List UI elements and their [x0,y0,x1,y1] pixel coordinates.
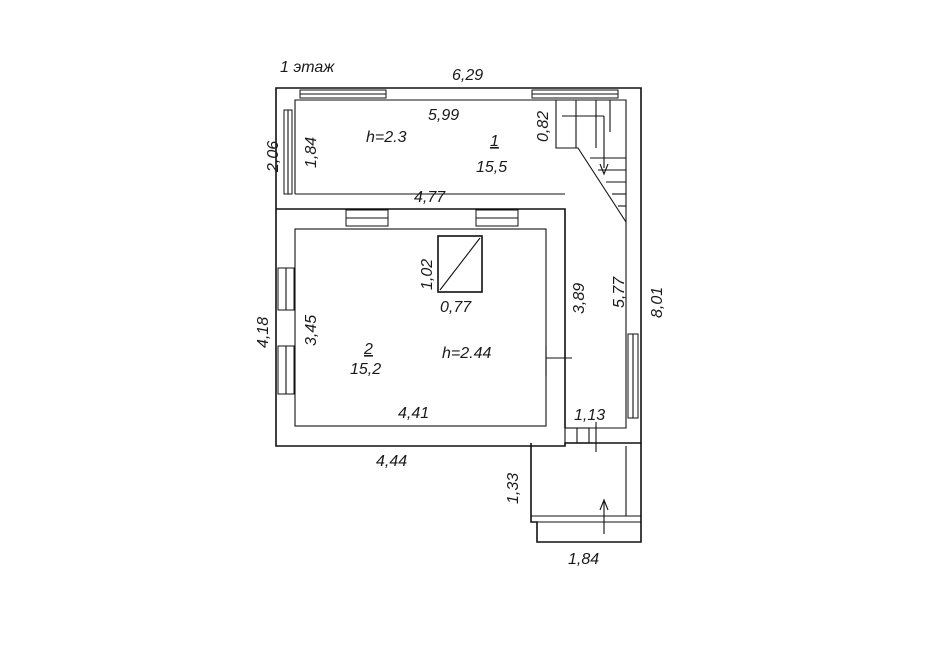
dim-room2-outer-bottom: 4,44 [376,453,407,470]
dim-overall-depth: 8,01 [649,287,666,318]
room2-partition-outer [276,208,566,428]
staircase [555,100,627,223]
dim-left-inner: 1,84 [303,137,320,168]
room2-height: h=2.44 [442,345,491,362]
dim-room2-inner-bottom: 4,41 [398,405,429,422]
dim-inner-top: 5,99 [428,107,459,124]
dim-room2-right: 3,89 [571,283,588,314]
entry-vestibule [564,422,597,452]
dim-room2-outer-left: 4,18 [255,317,272,348]
room2-number: 2 [363,341,373,358]
dim-left-outer: 2,06 [265,141,282,173]
room1-number: 1 [490,133,499,150]
dim-porch-width: 1,84 [568,551,599,568]
room1-area: 15,5 [476,159,507,176]
dim-entry-width: 1,13 [574,407,605,424]
chimney-block [437,235,483,293]
dim-chimney-width: 0,77 [440,299,472,316]
room1-height: h=2.3 [366,129,407,146]
porch [530,443,642,543]
dim-room2-inner-left: 3,45 [303,315,320,346]
floor-title: 1 этаж [280,59,335,76]
room2-inner-wall [294,228,547,427]
hall-inner-wall [294,99,627,429]
dim-porch-depth: 1,33 [505,473,522,504]
dim-stair-width: 0,82 [535,111,552,142]
outer-wall [275,87,642,447]
dim-outer-top: 6,29 [452,67,483,84]
dim-corridor-length: 5,77 [611,276,628,308]
dim-partition-width: 4,77 [414,189,446,206]
dim-chimney-height: 1,02 [419,259,436,290]
room2-area: 15,2 [350,361,381,378]
